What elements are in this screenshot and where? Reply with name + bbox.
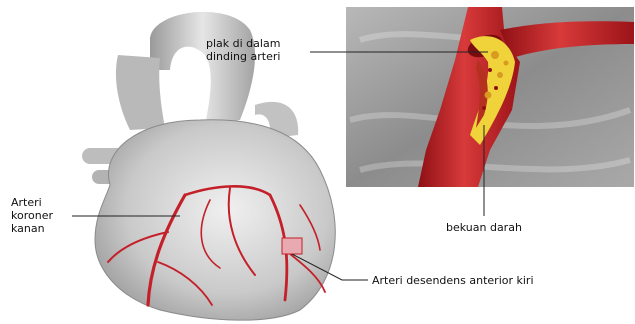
artery-inset <box>346 7 634 187</box>
lad-highlight <box>282 238 302 254</box>
label-right-coronary: Arteri koroner kanan <box>11 196 53 235</box>
vena-cava <box>116 55 165 130</box>
label-right-coronary-line-1: Arteri <box>11 196 53 209</box>
label-plaque-line-1: plak di dalam <box>206 37 280 50</box>
label-right-coronary-line-3: kanan <box>11 222 53 235</box>
label-lad: Arteri desendens anterior kiri <box>372 274 534 287</box>
label-plaque: plak di dalam dinding arteri <box>206 37 280 63</box>
heart-body <box>95 120 335 320</box>
label-right-coronary-line-2: koroner <box>11 209 53 222</box>
aorta <box>150 12 255 125</box>
label-plaque-line-2: dinding arteri <box>206 50 280 63</box>
label-clot: bekuan darah <box>446 221 522 234</box>
